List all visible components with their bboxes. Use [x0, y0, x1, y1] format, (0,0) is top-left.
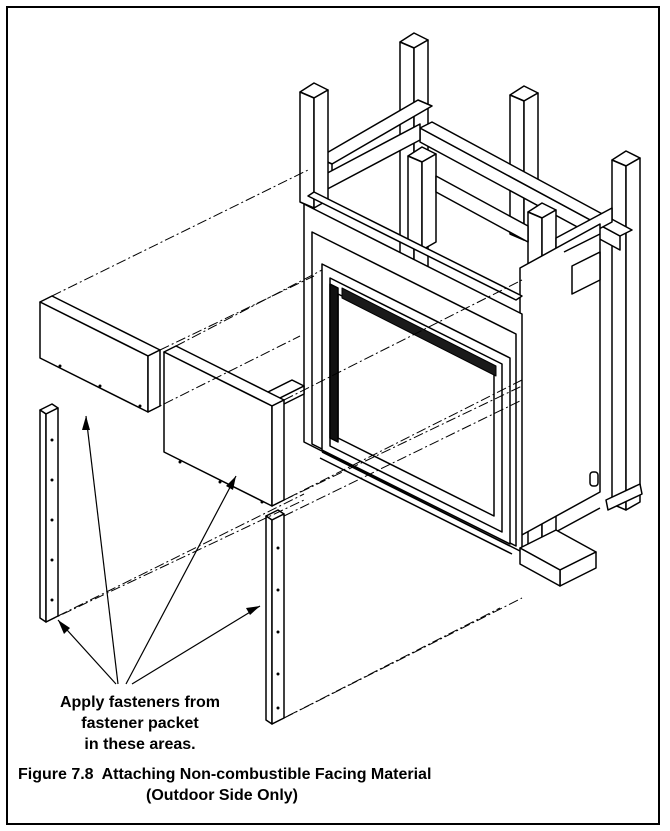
alignment-lines	[45, 169, 523, 725]
figure-number: Figure 7.8	[18, 766, 94, 783]
callout-line-3: in these areas.	[84, 736, 196, 753]
figure-caption: Figure 7.8 Attaching Non-combustible Faci…	[18, 764, 618, 806]
fireplace-unit	[303, 191, 601, 555]
callout-arrows	[57, 415, 261, 685]
facing-panels	[39, 295, 285, 725]
figure-title: Attaching Non-combustible Facing Materia…	[101, 766, 432, 783]
fastener-marks	[50, 364, 280, 710]
callout-line-2: fastener packet	[81, 715, 199, 732]
fastener-callout: Apply fasteners from fastener packet in …	[18, 692, 262, 755]
callout-line-1: Apply fasteners from	[59, 694, 221, 711]
figure-subtitle: (Outdoor Side Only)	[146, 787, 298, 804]
caption-line-1: Figure 7.8 Attaching Non-combustible Faci…	[18, 764, 618, 785]
arrowheads	[58, 416, 260, 634]
